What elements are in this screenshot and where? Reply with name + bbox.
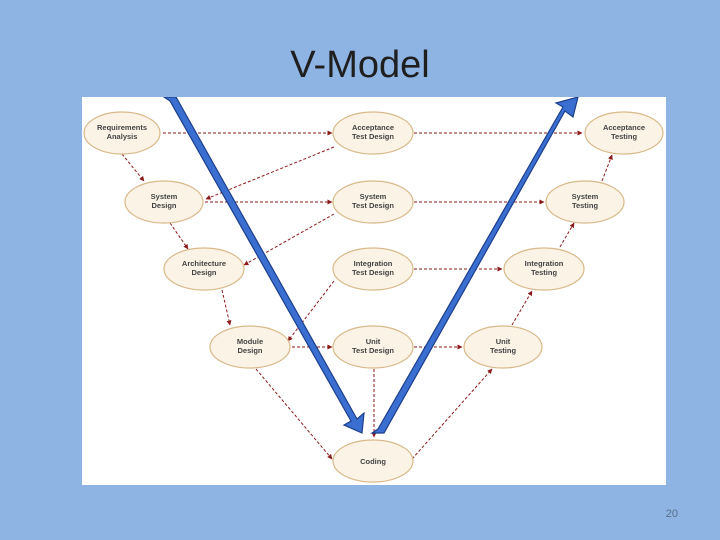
- node-label-line1: Coding: [360, 457, 386, 466]
- node-label-line1: Acceptance: [352, 123, 394, 132]
- node-system-test-design: System Test Design: [332, 180, 414, 224]
- node-integration-testing: Integration Testing: [503, 247, 585, 291]
- slide-title: V-Model: [290, 44, 430, 86]
- node-integration-test-design: Integration Test Design: [332, 247, 414, 291]
- connector-unit-integration-testing: [511, 290, 533, 326]
- node-system-testing: System Testing: [545, 180, 625, 224]
- node-label-line1: System: [151, 192, 178, 201]
- node-label-line2: Design: [191, 268, 216, 277]
- node-label-line1: Module: [237, 337, 263, 346]
- node-label-line2: Design: [237, 346, 262, 355]
- node-label-line2: Test Design: [352, 201, 394, 210]
- node-label-line2: Testing: [611, 132, 638, 141]
- node-label-line1: Integration: [525, 259, 564, 268]
- node-system-design: System Design: [124, 180, 204, 224]
- node-coding: Coding: [332, 439, 414, 483]
- node-label-line2: Test Design: [352, 346, 394, 355]
- node-label-line1: Requirements: [97, 123, 147, 132]
- connector-architecture-module: [221, 289, 232, 326]
- node-label-line1: Unit: [496, 337, 511, 346]
- v-model-diagram: Requirements Analysis System Design Arch…: [82, 97, 666, 485]
- node-label-line2: Test Design: [352, 132, 394, 141]
- connector-system-acceptance-testing: [601, 154, 613, 182]
- node-unit-test-design: Unit Test Design: [332, 325, 414, 369]
- node-label-line1: System: [572, 192, 599, 201]
- node-label-line2: Testing: [490, 346, 517, 355]
- node-acceptance-testing: Acceptance Testing: [584, 111, 664, 155]
- connector-coding-unit-testing: [411, 368, 493, 460]
- connector-module-coding: [255, 368, 333, 460]
- node-module-design: Module Design: [209, 325, 291, 369]
- node-label-line1: Architecture: [182, 259, 226, 268]
- node-label-line2: Testing: [572, 201, 599, 210]
- connector-requirements-system: [121, 153, 145, 182]
- page-number: 20: [665, 508, 678, 520]
- node-unit-testing: Unit Testing: [463, 325, 543, 369]
- node-requirements-analysis: Requirements Analysis: [83, 111, 161, 155]
- node-label-line1: System: [360, 192, 387, 201]
- connector-integration-design-module: [287, 280, 335, 342]
- node-architecture-design: Architecture Design: [163, 247, 245, 291]
- node-acceptance-test-design: Acceptance Test Design: [332, 111, 414, 155]
- node-label-line2: Analysis: [107, 132, 138, 141]
- connector-systemtest-design-architecture: [243, 213, 335, 266]
- v-arrow-up: [370, 97, 579, 434]
- connector-system-architecture: [169, 222, 189, 250]
- node-label-line2: Design: [151, 201, 176, 210]
- node-label-line1: Acceptance: [603, 123, 645, 132]
- node-label-line1: Unit: [366, 337, 381, 346]
- connector-integration-system-testing: [559, 222, 575, 248]
- node-label-line2: Test Design: [352, 268, 394, 277]
- node-label-line1: Integration: [354, 259, 393, 268]
- node-label-line2: Testing: [531, 268, 558, 277]
- v-arrow-down: [162, 97, 365, 434]
